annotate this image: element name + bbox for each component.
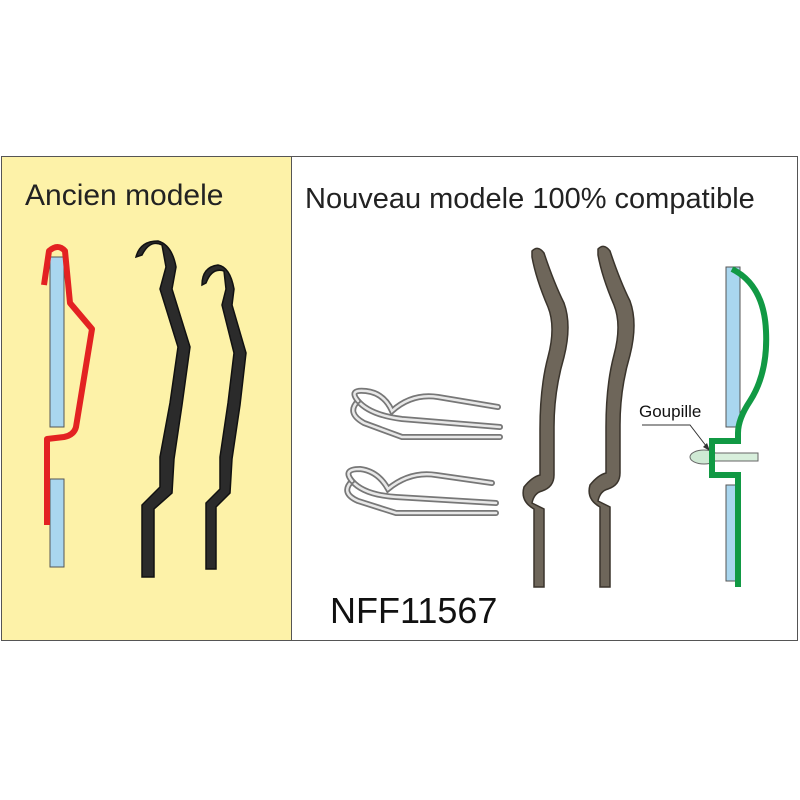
standard-code: NFF11567 xyxy=(330,590,498,631)
r-clip-pin-2 xyxy=(344,465,499,516)
comparison-frame: Ancien modele Nouveau modele 100% compat… xyxy=(1,156,798,641)
new-model-drawings xyxy=(344,245,770,588)
r-clip-pin-1 xyxy=(350,387,503,440)
goupille-pin-icon xyxy=(689,449,759,465)
old-model-panel: Ancien modele xyxy=(2,157,292,640)
new-model-title: Nouveau modele 100% compatible xyxy=(305,183,755,215)
old-clip-profile xyxy=(41,244,95,525)
old-clip-photo-1 xyxy=(134,240,191,578)
new-clip-photo-2 xyxy=(588,245,635,588)
old-model-title: Ancien modele xyxy=(25,179,224,212)
new-model-panel: Nouveau modele 100% compatible xyxy=(292,157,797,640)
pin-leader-line xyxy=(642,424,711,452)
old-model-drawings xyxy=(41,240,247,578)
new-clip-photo-1 xyxy=(522,247,569,588)
pin-leader-arrow xyxy=(703,443,710,451)
old-clip-photo-2 xyxy=(201,264,247,570)
new-plate-upper xyxy=(725,266,741,428)
pin-label: Goupille xyxy=(639,402,702,421)
old-plate-upper xyxy=(49,256,65,428)
old-plate-lower xyxy=(49,478,65,568)
new-clip-profile xyxy=(709,266,770,587)
